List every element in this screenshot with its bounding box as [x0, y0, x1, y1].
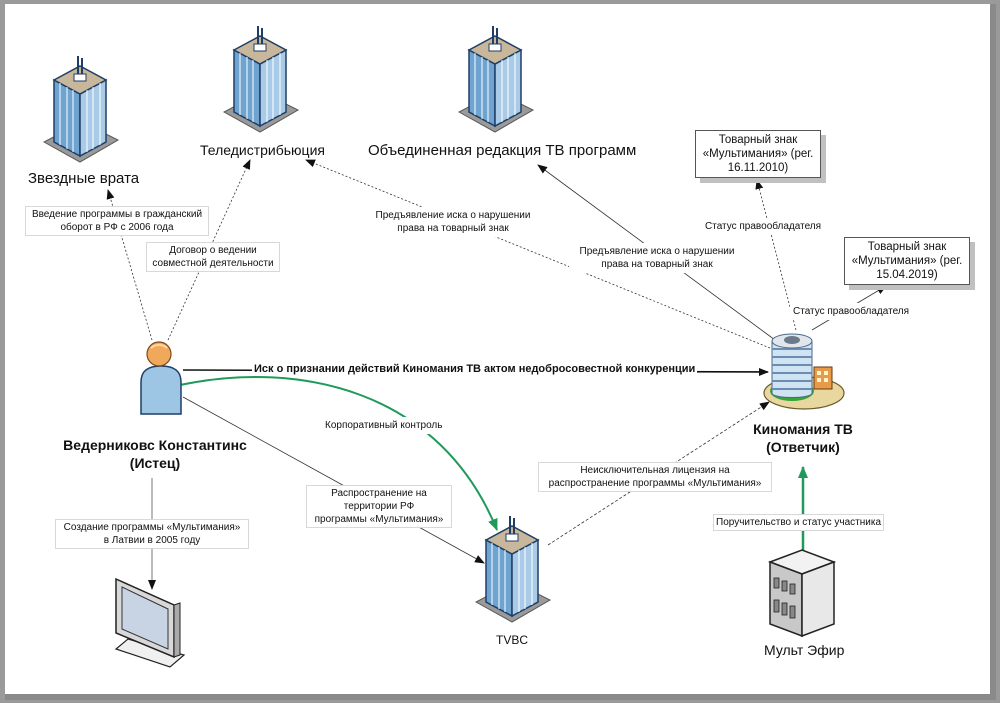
edge-label-line: территории РФ: [343, 501, 415, 512]
edge-label-line: Распространение на: [331, 488, 427, 499]
edge-label-non-exclusive-license: Неисключительная лицензия на распростран…: [538, 462, 772, 492]
edge-label-holder-status-1: Статус правообладателя: [702, 218, 825, 235]
defendant-role: (Ответчик): [766, 439, 840, 455]
edge-label-line: распространение программы «Мультимания»: [548, 478, 762, 489]
edge-label-line: права на товарный знак: [601, 259, 713, 270]
monitor-icon: [114, 577, 186, 668]
node-label-mult-efir: Мульт Эфир: [764, 642, 845, 658]
edge-label-line: совместной деятельности: [152, 258, 274, 269]
corporate-building-icon: [763, 333, 845, 410]
edge-label-line: права на товарный знак: [397, 223, 509, 234]
plaintiff-role: (Истец): [129, 455, 181, 471]
node-label-tvbc: TVBC: [496, 633, 529, 647]
edge-label-line: программы «Мультимания»: [314, 514, 444, 525]
office-building-icon: [474, 516, 552, 623]
trademark-line: 16.11.2010): [727, 162, 789, 174]
trademark-box-2019: Товарный знак «Мультимания» (рег. 15.04.…: [844, 237, 970, 285]
edge-joint-activity: [167, 159, 251, 341]
person-icon: [140, 341, 182, 415]
edge-corporate-control: [179, 376, 498, 531]
edge-label-line: Предъявление иска о нарушении: [375, 210, 531, 221]
trademark-line: «Мультимания» (рег.: [702, 148, 814, 160]
node-label-united-editorial: Объединенная редакция ТВ программ: [368, 142, 637, 159]
trademark-line: Товарный знак: [867, 241, 947, 253]
node-label-zvezdnye-vrata: Звездные врата: [28, 170, 140, 187]
edge-label-line: оборот в РФ с 2006 года: [60, 222, 174, 233]
edge-label-corporate-control: Корпоративный контроль: [322, 417, 446, 434]
edge-distribution-rf: [182, 396, 485, 564]
defendant-label: Киномания ТВ (Ответчик): [743, 420, 863, 456]
edge-label-claim-tm-2: Предъявление иска о нарушении права на т…: [569, 243, 745, 273]
edge-holder-status-1: [755, 179, 797, 331]
edge-label-line: Предъявление иска о нарушении: [579, 246, 735, 257]
edge-label-distribution-rf: Распространение на территории РФ програм…: [306, 485, 452, 528]
office-building-icon: [222, 26, 300, 133]
trademark-box-2010: Товарный знак «Мультимания» (рег. 16.11.…: [695, 130, 821, 178]
edge-claim-tm-1: [305, 159, 771, 349]
warehouse-building-icon: [768, 549, 837, 638]
edge-label-line: в Латвии в 2005 году: [103, 535, 201, 546]
trademark-line: «Мультимания» (рег.: [851, 255, 963, 267]
edge-label-joint-activity: Договор о ведении совместной деятельност…: [146, 242, 280, 272]
edge-label-line: Договор о ведении: [169, 245, 257, 256]
office-building-icon: [42, 56, 120, 163]
edge-label-line: Неисключительная лицензия на: [580, 465, 730, 476]
office-building-icon: [457, 26, 535, 133]
edge-label-guarantee: Поручительство и статус участника: [713, 514, 885, 531]
trademark-line: Товарный знак: [718, 134, 798, 146]
edge-label-line: Введение программы в гражданский: [31, 209, 203, 220]
plaintiff-label: Ведерниковс Константинс (Истец): [55, 436, 255, 472]
node-label-teledistribution: Теледистрибьюция: [200, 142, 325, 158]
edge-label-line: Создание программы «Мультимания»: [63, 522, 241, 533]
edge-label-unfair-competition: Иск о признании действий Киномания ТВ ак…: [252, 363, 698, 376]
defendant-name: Киномания ТВ: [753, 421, 853, 437]
edge-label-holder-status-2: Статус правообладателя: [790, 303, 913, 320]
edge-label-introduction: Введение программы в гражданский оборот …: [25, 206, 209, 236]
edge-label-creation: Создание программы «Мультимания» в Латви…: [55, 519, 249, 549]
plaintiff-name: Ведерниковс Константинс: [63, 437, 247, 453]
trademark-line: 15.04.2019): [876, 269, 938, 281]
edge-label-claim-tm-1: Предъявление иска о нарушении права на т…: [365, 207, 541, 237]
